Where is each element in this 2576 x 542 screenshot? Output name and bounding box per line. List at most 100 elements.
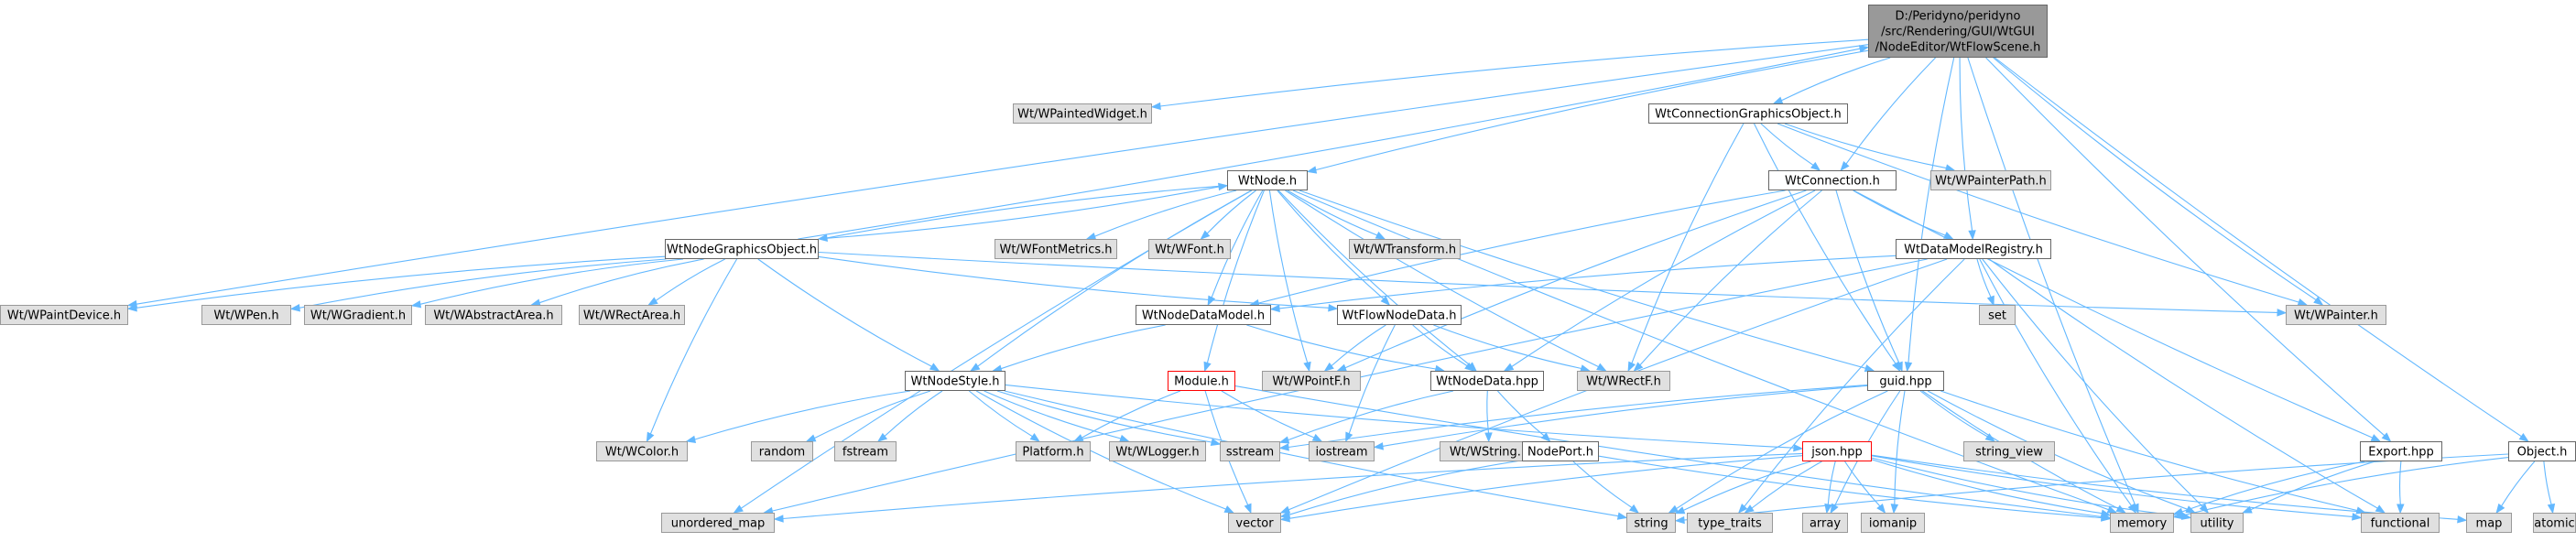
arrowhead xyxy=(1968,230,1976,241)
node-random[interactable]: random xyxy=(751,441,813,461)
node-wtnode-h[interactable]: WtNode.h xyxy=(1227,170,1308,190)
node-wt-wcolor-h[interactable]: Wt/WColor.h xyxy=(596,441,688,461)
node-guid-hpp[interactable]: guid.hpp xyxy=(1867,371,1944,391)
edge-line xyxy=(1871,454,2459,520)
edge-json-to-array xyxy=(1824,461,1836,515)
node-unordered-map[interactable]: unordered_map xyxy=(661,513,775,533)
edge-export-to-functional xyxy=(2397,461,2405,515)
node-wt-wlogger-h[interactable]: Wt/WLogger.h xyxy=(1109,441,1206,461)
edge-wtnodedata-to-wstring xyxy=(1484,390,1493,443)
node-iostream[interactable]: iostream xyxy=(1309,441,1375,461)
node-wtnodedatamodel-h[interactable]: WtNodeDataModel.h xyxy=(1136,305,1271,325)
node-wt-wabstractarea-h[interactable]: Wt/WAbstractArea.h xyxy=(425,305,562,325)
edge-line xyxy=(884,390,943,437)
node-wt-wrectf-h[interactable]: Wt/WRectF.h xyxy=(1577,371,1670,391)
arrowhead xyxy=(1580,364,1591,373)
arrowhead xyxy=(2100,509,2112,517)
arrowhead xyxy=(2297,298,2309,306)
node-vector[interactable]: vector xyxy=(1228,513,1281,533)
edge-root-to-wtdatamodelregistry xyxy=(1959,57,1976,241)
arrowhead xyxy=(2355,506,2367,515)
node-wt-wpainter-h[interactable]: Wt/WPainter.h xyxy=(2286,305,2386,325)
node-label: unordered_map xyxy=(671,517,766,531)
arrowhead xyxy=(1895,361,1903,373)
node-label: json.hpp xyxy=(1810,446,1862,460)
node-memory[interactable]: memory xyxy=(2110,513,2174,533)
node-module-h[interactable]: Module.h xyxy=(1168,371,1235,391)
node-d-peridyno-peridyno-src-rendering-gui-wtgui-nodeeditor-wtflowscene-h[interactable]: D:/Peridyno/peridyno/src/Rendering/GUI/W… xyxy=(1868,5,2048,58)
node-box xyxy=(1522,441,1599,461)
node-sstream[interactable]: sstream xyxy=(1220,441,1280,461)
node-box xyxy=(1013,103,1152,124)
arrowhead xyxy=(2127,503,2136,515)
node-label: iomanip xyxy=(1869,517,1917,531)
node-atomic[interactable]: atomic xyxy=(2533,513,2576,533)
node-box xyxy=(2360,441,2442,461)
node-utility[interactable]: utility xyxy=(2190,513,2244,533)
node-fstream[interactable]: fstream xyxy=(834,441,897,461)
node-label: guid.hpp xyxy=(1879,375,1931,389)
node-label: NodePort.h xyxy=(1527,446,1593,460)
node-wt-wpointf-h[interactable]: Wt/WPointF.h xyxy=(1262,371,1361,391)
node-wt-wtransform-h[interactable]: Wt/WTransform.h xyxy=(1349,239,1461,259)
node-map[interactable]: map xyxy=(2466,513,2512,533)
node-box xyxy=(579,305,685,325)
node-wt-wgradient-h[interactable]: Wt/WGradient.h xyxy=(304,305,412,325)
node-wtconnectiongraphicsobject-h[interactable]: WtConnectionGraphicsObject.h xyxy=(1648,103,1848,124)
node-nodeport-h[interactable]: NodePort.h xyxy=(1522,441,1599,461)
node-object-h[interactable]: Object.h xyxy=(2508,441,2576,461)
arrowhead xyxy=(2397,504,2405,515)
node-string[interactable]: string xyxy=(1626,513,1676,533)
edge-wtnodegraphicsobject-to-wtnode xyxy=(818,182,1229,240)
node-wt-wpaintdevice-h[interactable]: Wt/WPaintDevice.h xyxy=(0,305,128,325)
node-json-hpp[interactable]: json.hpp xyxy=(1802,441,1872,461)
node-array[interactable]: array xyxy=(1802,513,1848,533)
edge-wtconnectiongraphicsobject-to-wrectf xyxy=(1627,123,1745,373)
node-wtconnection-h[interactable]: WtConnection.h xyxy=(1768,170,1897,190)
arrowhead xyxy=(1840,161,1850,172)
edge-line xyxy=(2398,461,2402,505)
node-wtnodestyle-h[interactable]: WtNodeStyle.h xyxy=(905,371,1005,391)
node-label: Wt/WAbstractArea.h xyxy=(433,309,553,323)
node-box xyxy=(1337,305,1462,325)
node-export-hpp[interactable]: Export.hpp xyxy=(2360,441,2442,461)
node-wt-wpen-h[interactable]: Wt/WPen.h xyxy=(201,305,291,325)
node-label: type_traits xyxy=(1698,517,1762,531)
edge-wtnodedatamodel-to-wtnodestyle xyxy=(992,324,1166,373)
edge-line xyxy=(1246,324,1436,370)
node-wt-wpainterpath-h[interactable]: Wt/WPainterPath.h xyxy=(1930,170,2051,190)
node-label: Wt/WFontMetrics.h xyxy=(999,244,1112,257)
node-string-view[interactable]: string_view xyxy=(1963,441,2055,461)
edge-line xyxy=(1268,190,1309,363)
node-wt-wstring-h[interactable]: Wt/WString.h xyxy=(1440,441,1538,461)
arrowhead xyxy=(929,363,940,372)
node-wtflownodedata-h[interactable]: WtFlowNodeData.h xyxy=(1337,305,1462,325)
node-set[interactable]: set xyxy=(1979,305,2016,325)
edge-json-to-map xyxy=(1871,454,2468,524)
edge-wtconnectiongraphicsobject-to-guid xyxy=(1754,123,1901,373)
edge-root-to-wpainter xyxy=(1993,57,2324,306)
node-wtnodedata-hpp[interactable]: WtNodeData.hpp xyxy=(1430,371,1544,391)
edge-wtnodestyle-to-sstream xyxy=(996,390,1222,446)
node-label: WtNodeStyle.h xyxy=(911,375,1000,389)
node-wt-wfont-h[interactable]: Wt/WFont.h xyxy=(1148,239,1231,259)
arrowhead xyxy=(1200,230,1211,240)
edge-line xyxy=(1993,57,2317,301)
node-functional[interactable]: functional xyxy=(2361,513,2440,533)
edge-root-to-export xyxy=(1985,57,2392,442)
node-type-traits[interactable]: type_traits xyxy=(1687,513,1773,533)
node-wtnodegraphicsobject-h[interactable]: WtNodeGraphicsObject.h xyxy=(665,239,819,259)
node-label: Wt/WGradient.h xyxy=(310,309,406,323)
edge-wtnode-to-wtnodestyle xyxy=(969,190,1253,372)
edge-wtnodedata-to-nodeport xyxy=(1496,390,1551,442)
node-platform-h[interactable]: Platform.h xyxy=(1016,441,1091,461)
node-wt-wpaintedwidget-h[interactable]: Wt/WPaintedWidget.h xyxy=(1013,103,1152,124)
edge-line xyxy=(798,48,1861,240)
node-wt-wrectarea-h[interactable]: Wt/WRectArea.h xyxy=(579,305,685,325)
edge-line xyxy=(1994,57,2522,438)
node-iomanip[interactable]: iomanip xyxy=(1861,513,1925,533)
node-wt-wfontmetrics-h[interactable]: Wt/WFontMetrics.h xyxy=(995,239,1117,259)
edge-line xyxy=(1331,324,1386,367)
node-label: sstream xyxy=(1226,446,1274,460)
node-wtdatamodelregistry-h[interactable]: WtDataModelRegistry.h xyxy=(1896,239,2051,259)
